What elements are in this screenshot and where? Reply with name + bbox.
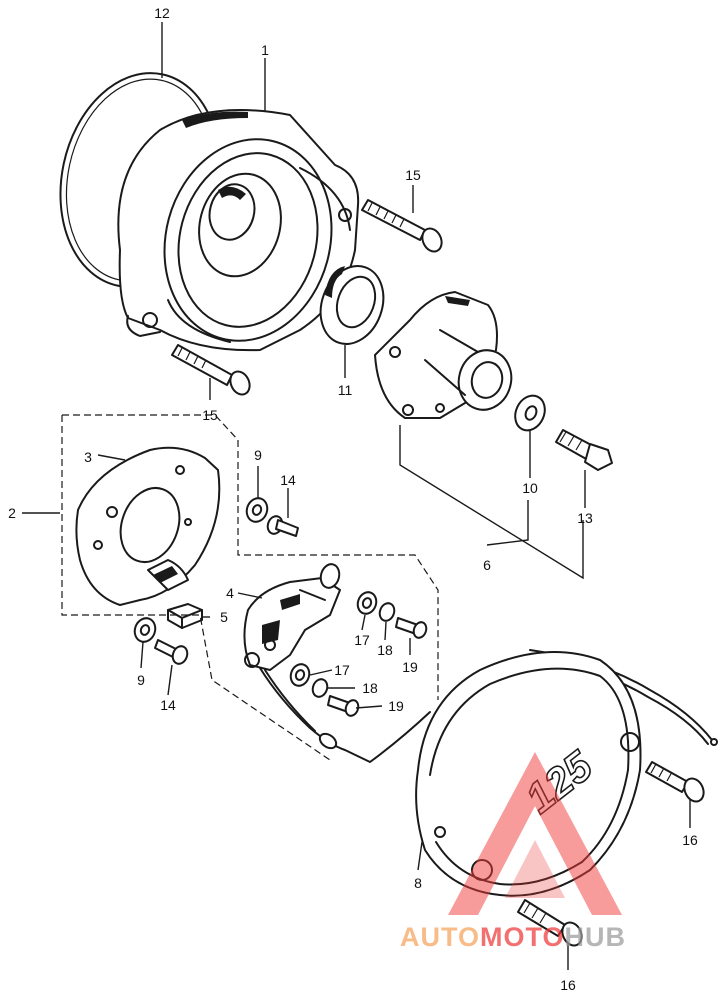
oil-seal	[319, 265, 385, 345]
screw-14-lower	[154, 639, 189, 665]
callout-19-upper: 19	[402, 659, 418, 675]
bolt-left	[171, 344, 251, 396]
callout-numbers: 12 1 15 15 11 10 13 6 2 3 9 14 4 5 17 18…	[8, 5, 698, 993]
watermark-part2: MOTO	[480, 922, 565, 952]
screw-16-upper	[645, 761, 705, 803]
watermark-part1: AUTO	[400, 922, 480, 952]
screw-16-lower	[517, 899, 583, 947]
callout-16-lower: 16	[560, 977, 576, 993]
callout-15-upper: 15	[405, 167, 421, 183]
watermark-triangle-inner-icon	[505, 840, 565, 898]
callout-4: 4	[226, 585, 234, 601]
callout-8: 8	[414, 875, 422, 891]
watermark-text: AUTOMOTOHUB	[400, 922, 626, 952]
contact-breaker	[243, 563, 341, 671]
bolt-13	[555, 429, 613, 471]
callout-14-lower: 14	[160, 697, 176, 713]
callout-14-upper: 14	[280, 472, 296, 488]
callout-9-lower: 9	[137, 672, 145, 688]
washer-9-upper	[245, 497, 269, 523]
callout-18-lower: 18	[362, 680, 378, 696]
stator-plate	[75, 446, 221, 606]
bolt-upper-right	[361, 199, 443, 253]
callout-3: 3	[84, 449, 92, 465]
callout-17-upper: 17	[354, 632, 370, 648]
callout-13: 13	[577, 510, 593, 526]
callout-15-lower: 15	[202, 407, 218, 423]
callout-16-upper: 16	[682, 832, 698, 848]
housing	[117, 109, 360, 352]
callout-17-lower: 17	[334, 662, 350, 678]
washer-17-upper	[356, 591, 378, 615]
callout-18-upper: 18	[377, 642, 393, 658]
watermark-triangle-icon	[448, 752, 622, 915]
washer-9-lower	[133, 617, 157, 643]
callout-1: 1	[261, 42, 269, 58]
callout-5: 5	[220, 609, 228, 625]
callout-11: 11	[338, 382, 353, 398]
washer-18-lower	[311, 678, 329, 698]
callout-9-upper: 9	[254, 447, 262, 463]
callout-10: 10	[522, 480, 538, 496]
watermark-logo: AUTOMOTOHUB	[400, 752, 626, 952]
washer-17-lower	[289, 663, 311, 687]
watermark-part3: HUB	[565, 922, 627, 952]
leader-lines	[22, 22, 691, 970]
callout-2: 2	[8, 505, 16, 521]
seal-holder	[374, 291, 513, 419]
screw-14-upper	[266, 515, 299, 537]
screw-19-lower	[327, 695, 360, 717]
washer-10	[514, 394, 546, 432]
callout-12: 12	[154, 5, 170, 21]
assembly-boundary	[61, 414, 439, 761]
washer-18-upper	[378, 602, 396, 622]
condenser-block	[167, 603, 203, 629]
callout-19-lower: 19	[388, 698, 404, 714]
screw-19-upper	[395, 617, 428, 639]
callout-6: 6	[483, 557, 491, 573]
